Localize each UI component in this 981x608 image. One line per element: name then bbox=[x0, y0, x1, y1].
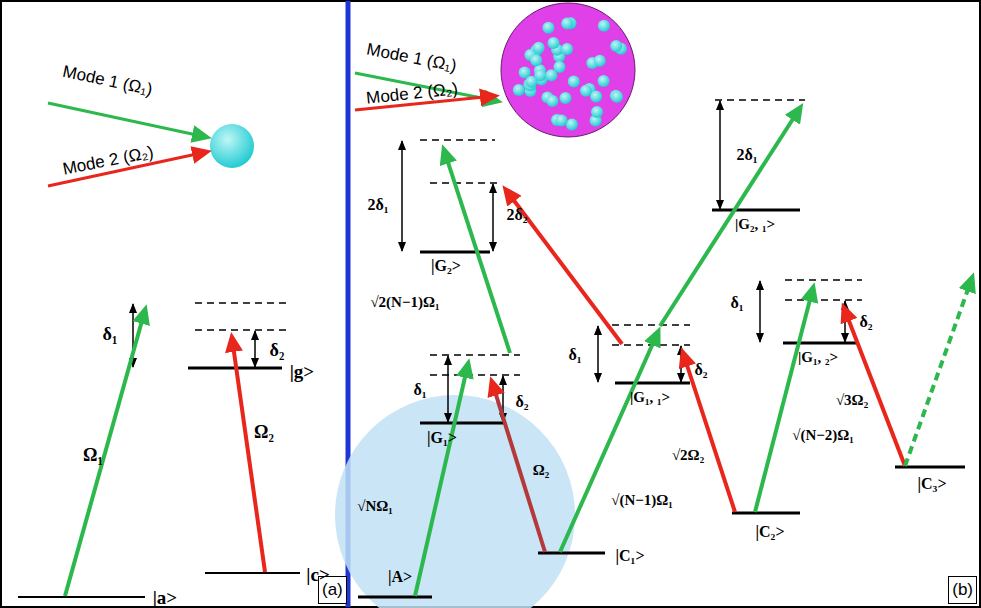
panel-tag: (b) bbox=[948, 576, 977, 604]
atom-dot bbox=[561, 43, 573, 55]
detuning-label: δ₂ bbox=[859, 314, 872, 330]
state-label: |G₁, ₁> bbox=[630, 390, 670, 405]
atom-dot bbox=[533, 42, 545, 54]
state-label: |G₂, ₁> bbox=[735, 217, 775, 232]
detuning-label: δ₂ bbox=[694, 362, 707, 378]
rabi-label: √NΩ₁ bbox=[357, 499, 393, 514]
atom-dot bbox=[594, 55, 606, 67]
atom-dot bbox=[554, 61, 566, 73]
atom-dot bbox=[525, 76, 537, 88]
rabi-label: √2(N−1)Ω₁ bbox=[370, 295, 439, 310]
atom-dot bbox=[513, 84, 525, 96]
rabi-label: Ω₂ bbox=[254, 423, 274, 441]
atom-dot bbox=[568, 76, 580, 88]
state-label: |A> bbox=[388, 569, 412, 585]
atom-dot bbox=[611, 91, 623, 103]
atom-dot bbox=[556, 114, 568, 126]
detuning-label: δ₁ bbox=[103, 325, 118, 343]
state-label: |C₁> bbox=[616, 548, 645, 564]
atom-dot bbox=[542, 22, 554, 34]
atom-dot bbox=[590, 91, 602, 103]
rabi-label: √3Ω₂ bbox=[836, 393, 868, 408]
detuning-label: δ₁ bbox=[730, 295, 743, 311]
atom-dot bbox=[547, 95, 559, 107]
detuning-label: δ₂ bbox=[515, 394, 528, 410]
mode-label: Mode 1 (Ω₁) bbox=[366, 40, 459, 74]
detuning-label: 2δ₁ bbox=[367, 197, 388, 213]
mode-label: Mode 1 (Ω₁) bbox=[62, 62, 155, 98]
atom-dot bbox=[560, 92, 572, 104]
state-label: |g> bbox=[290, 362, 315, 381]
state-label: |G₁> bbox=[427, 430, 457, 446]
atom-dot bbox=[548, 37, 560, 49]
rabi-label: Ω₁ bbox=[83, 446, 103, 464]
atom-dot bbox=[530, 54, 542, 66]
state-label: |G₂> bbox=[431, 258, 461, 274]
detuning-label: δ₁ bbox=[413, 382, 426, 398]
panel-label: (b) bbox=[948, 576, 977, 604]
detuning-label: δ₁ bbox=[568, 347, 581, 363]
rabi-label: √(N−1)Ω₁ bbox=[611, 493, 673, 508]
atom-dot bbox=[610, 40, 622, 52]
atom-dot bbox=[580, 85, 592, 97]
state-label: |C₃> bbox=[918, 476, 947, 492]
atom-dot bbox=[598, 75, 610, 87]
atom-dot bbox=[561, 18, 573, 30]
state-label: |c> bbox=[306, 565, 329, 584]
atom-dot bbox=[591, 106, 603, 118]
detuning-label: 2δ₂ bbox=[506, 207, 527, 223]
detuning-label: δ₂ bbox=[270, 341, 285, 359]
rabi-label: Ω₂ bbox=[533, 463, 550, 478]
atom-dot bbox=[598, 20, 610, 32]
detuning-label: 2δ₁ bbox=[736, 147, 757, 163]
rabi-label: √(N−2)Ω₁ bbox=[792, 428, 854, 443]
rabi-label: √2Ω₂ bbox=[672, 448, 704, 463]
state-label: |G₁, ₂> bbox=[798, 350, 838, 365]
state-label: |a> bbox=[153, 588, 178, 607]
state-label: |C₂> bbox=[756, 524, 785, 540]
atom-dot bbox=[566, 118, 578, 130]
